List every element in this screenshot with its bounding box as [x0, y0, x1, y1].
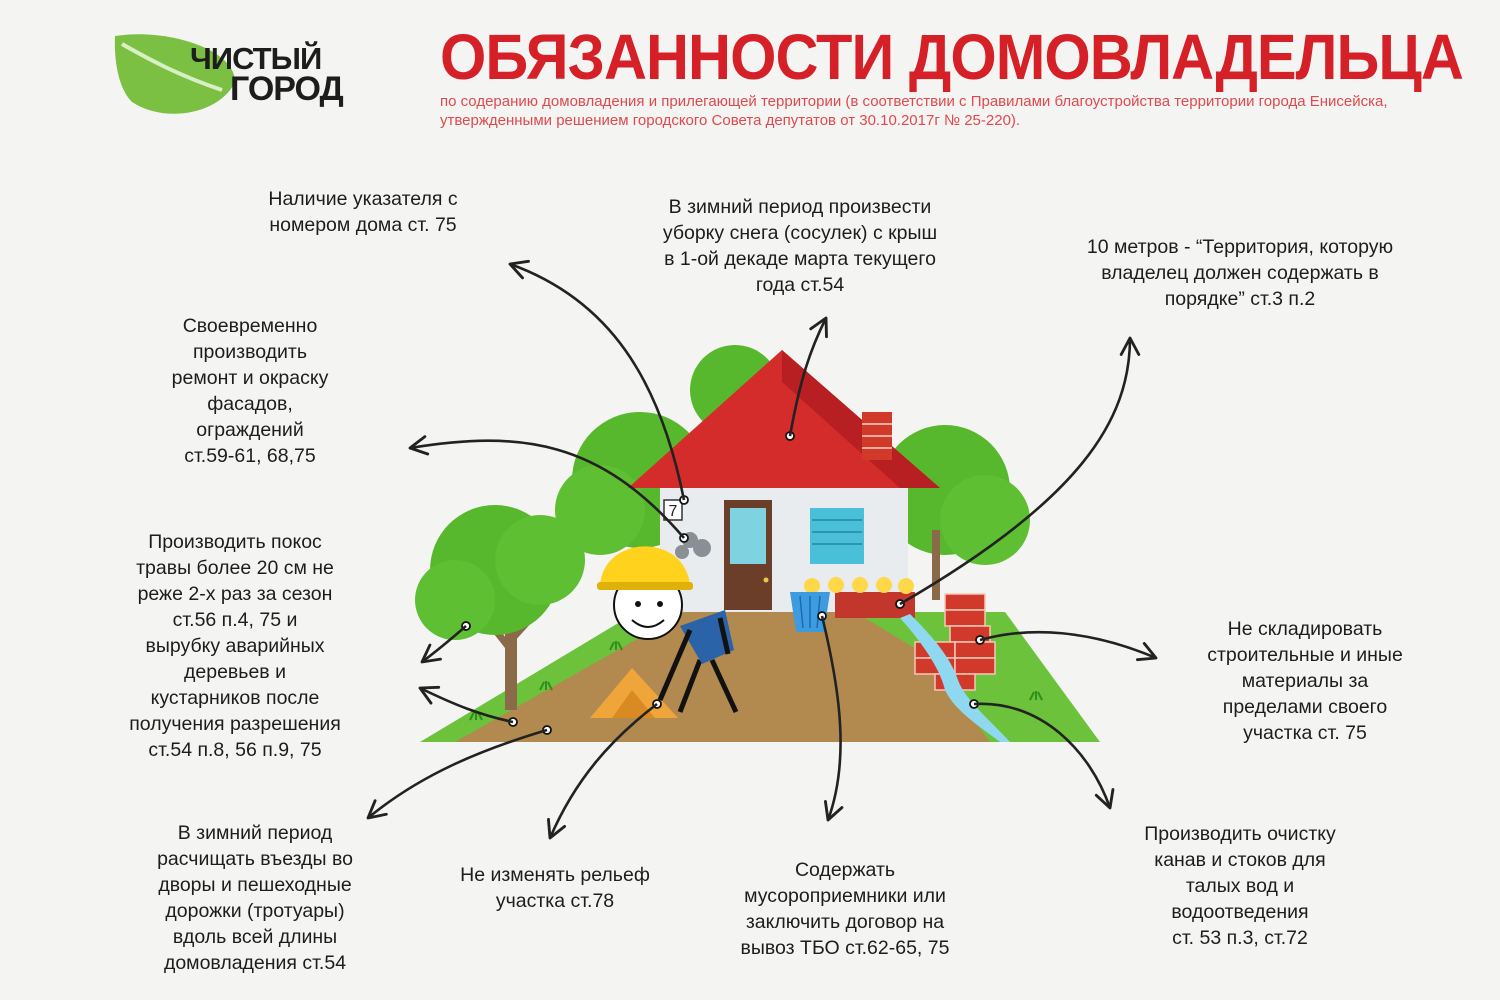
arrows: [366, 259, 1158, 840]
logo: ЧИСТЫЙ ГОРОД: [110, 30, 370, 120]
note-house-number-sign: Наличие указателя с номером дома ст. 75: [268, 188, 458, 236]
house-number-sign: [663, 499, 683, 521]
logo-line-1: ЧИСТЫЙ: [190, 41, 322, 76]
note-ten-meters: 10 метров - “Территория, которую владеле…: [1086, 236, 1394, 310]
arrow-sign: [508, 259, 686, 501]
arrow-waste: [820, 615, 844, 822]
grass-tufts: [469, 641, 1043, 721]
note-facade: Своевременно производить ремонт и окраск…: [171, 315, 329, 467]
logo-line-2: ГОРОД: [230, 70, 344, 108]
note-relief: Не изменять рельеф участка ст.78: [460, 864, 650, 912]
note-ditches: Производить очистку канав и стоков для т…: [1144, 823, 1336, 949]
chimney-bricks: [862, 423, 892, 449]
note-mowing: Производить покос травы более 20 см не р…: [129, 531, 341, 761]
smoke: [675, 532, 711, 559]
arrow-relief: [547, 702, 658, 840]
note-winter-paths: В зимний период расчищать въезды во двор…: [157, 822, 353, 974]
ditch: [900, 614, 1010, 742]
arrow-materials: [979, 630, 1158, 662]
worker: [597, 546, 739, 714]
arrow-winter-paths: [366, 728, 548, 820]
note-waste: Содержать мусороприемники или заключить …: [740, 859, 950, 959]
window: [810, 508, 864, 564]
arrow-ditches: [973, 702, 1115, 810]
flowers: [804, 577, 914, 594]
tree-back-right: [690, 345, 1030, 600]
page-title: ОБЯЗАННОСТИ ДОМОВЛАДЕЛЬЦА: [440, 21, 1464, 93]
arrow-roof: [788, 316, 828, 437]
arrow-grass: [418, 685, 514, 724]
arrow-ten-meters: [899, 336, 1141, 606]
logo-text: ЧИСТЫЙ ГОРОД: [190, 41, 344, 108]
house-number: 7: [669, 503, 678, 520]
page-subtitle: по содеранию домовладения и прилегающей …: [440, 93, 1388, 129]
arrow-facade: [408, 435, 685, 539]
arrow-mowing: [420, 625, 467, 664]
note-roof-snow: В зимний период произвести уборку снега …: [662, 196, 938, 296]
tree-left: [415, 505, 585, 710]
note-materials: Не складировать строительные и иные мате…: [1207, 618, 1403, 744]
leaf-icon: [114, 34, 235, 114]
